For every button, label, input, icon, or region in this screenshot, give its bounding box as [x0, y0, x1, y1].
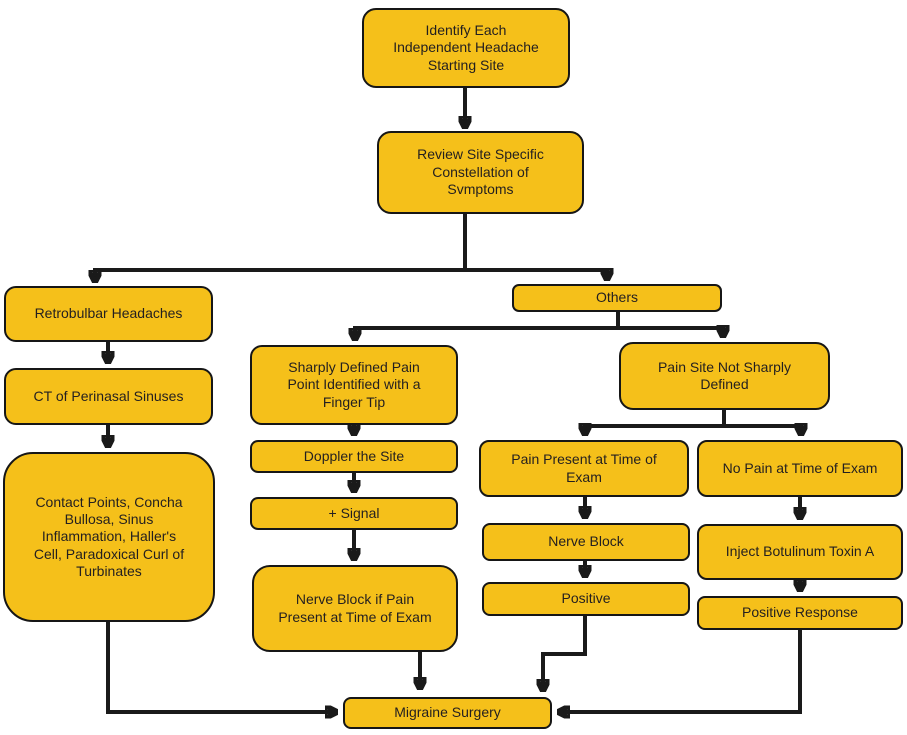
node-retrobulbar-headaches: Retrobulbar Headaches: [4, 286, 213, 342]
arrow-others-to-painsite: [618, 328, 723, 336]
arrow-review-to-others: [465, 270, 607, 279]
arrow-painsite-to-painpresent: [585, 426, 724, 434]
node-no-pain-at-exam: No Pain at Time of Exam: [697, 440, 903, 497]
arrow-review-to-retrobulbar: [95, 268, 465, 281]
node-inject-botulinum-toxin-a: Inject Botulinum Toxin A: [697, 524, 903, 580]
node-ct-perinasal-sinuses: CT of Perinasal Sinuses: [4, 368, 213, 425]
node-identify-starting-site: Identify Each Independent Headache Start…: [362, 8, 570, 88]
node-nerve-block-if-pain: Nerve Block if Pain Present at Time of E…: [252, 565, 458, 652]
node-others: Others: [512, 284, 722, 312]
node-review-constellation: Review Site Specific Constellation of Sv…: [377, 131, 584, 214]
node-pain-site-not-sharply: Pain Site Not Sharply Defined: [619, 342, 830, 410]
node-positive-signal: + Signal: [250, 497, 458, 530]
arrow-posresponse-to-migraine: [559, 630, 802, 712]
node-positive: Positive: [482, 582, 690, 616]
node-sharply-defined-pain-point: Sharply Defined Pain Point Identified wi…: [250, 345, 458, 425]
node-contact-points-findings: Contact Points, Concha Bullosa, Sinus In…: [3, 452, 215, 622]
node-positive-response: Positive Response: [697, 596, 903, 630]
node-nerve-block: Nerve Block: [482, 523, 690, 561]
node-doppler-the-site: Doppler the Site: [250, 440, 458, 473]
node-pain-present-at-exam: Pain Present at Time of Exam: [479, 440, 689, 497]
arrow-others-to-sharply: [355, 326, 618, 339]
arrow-positive-to-migraine: [543, 616, 587, 690]
arrow-painsite-to-nopain: [724, 426, 801, 434]
node-migraine-surgery: Migraine Surgery: [343, 697, 552, 729]
